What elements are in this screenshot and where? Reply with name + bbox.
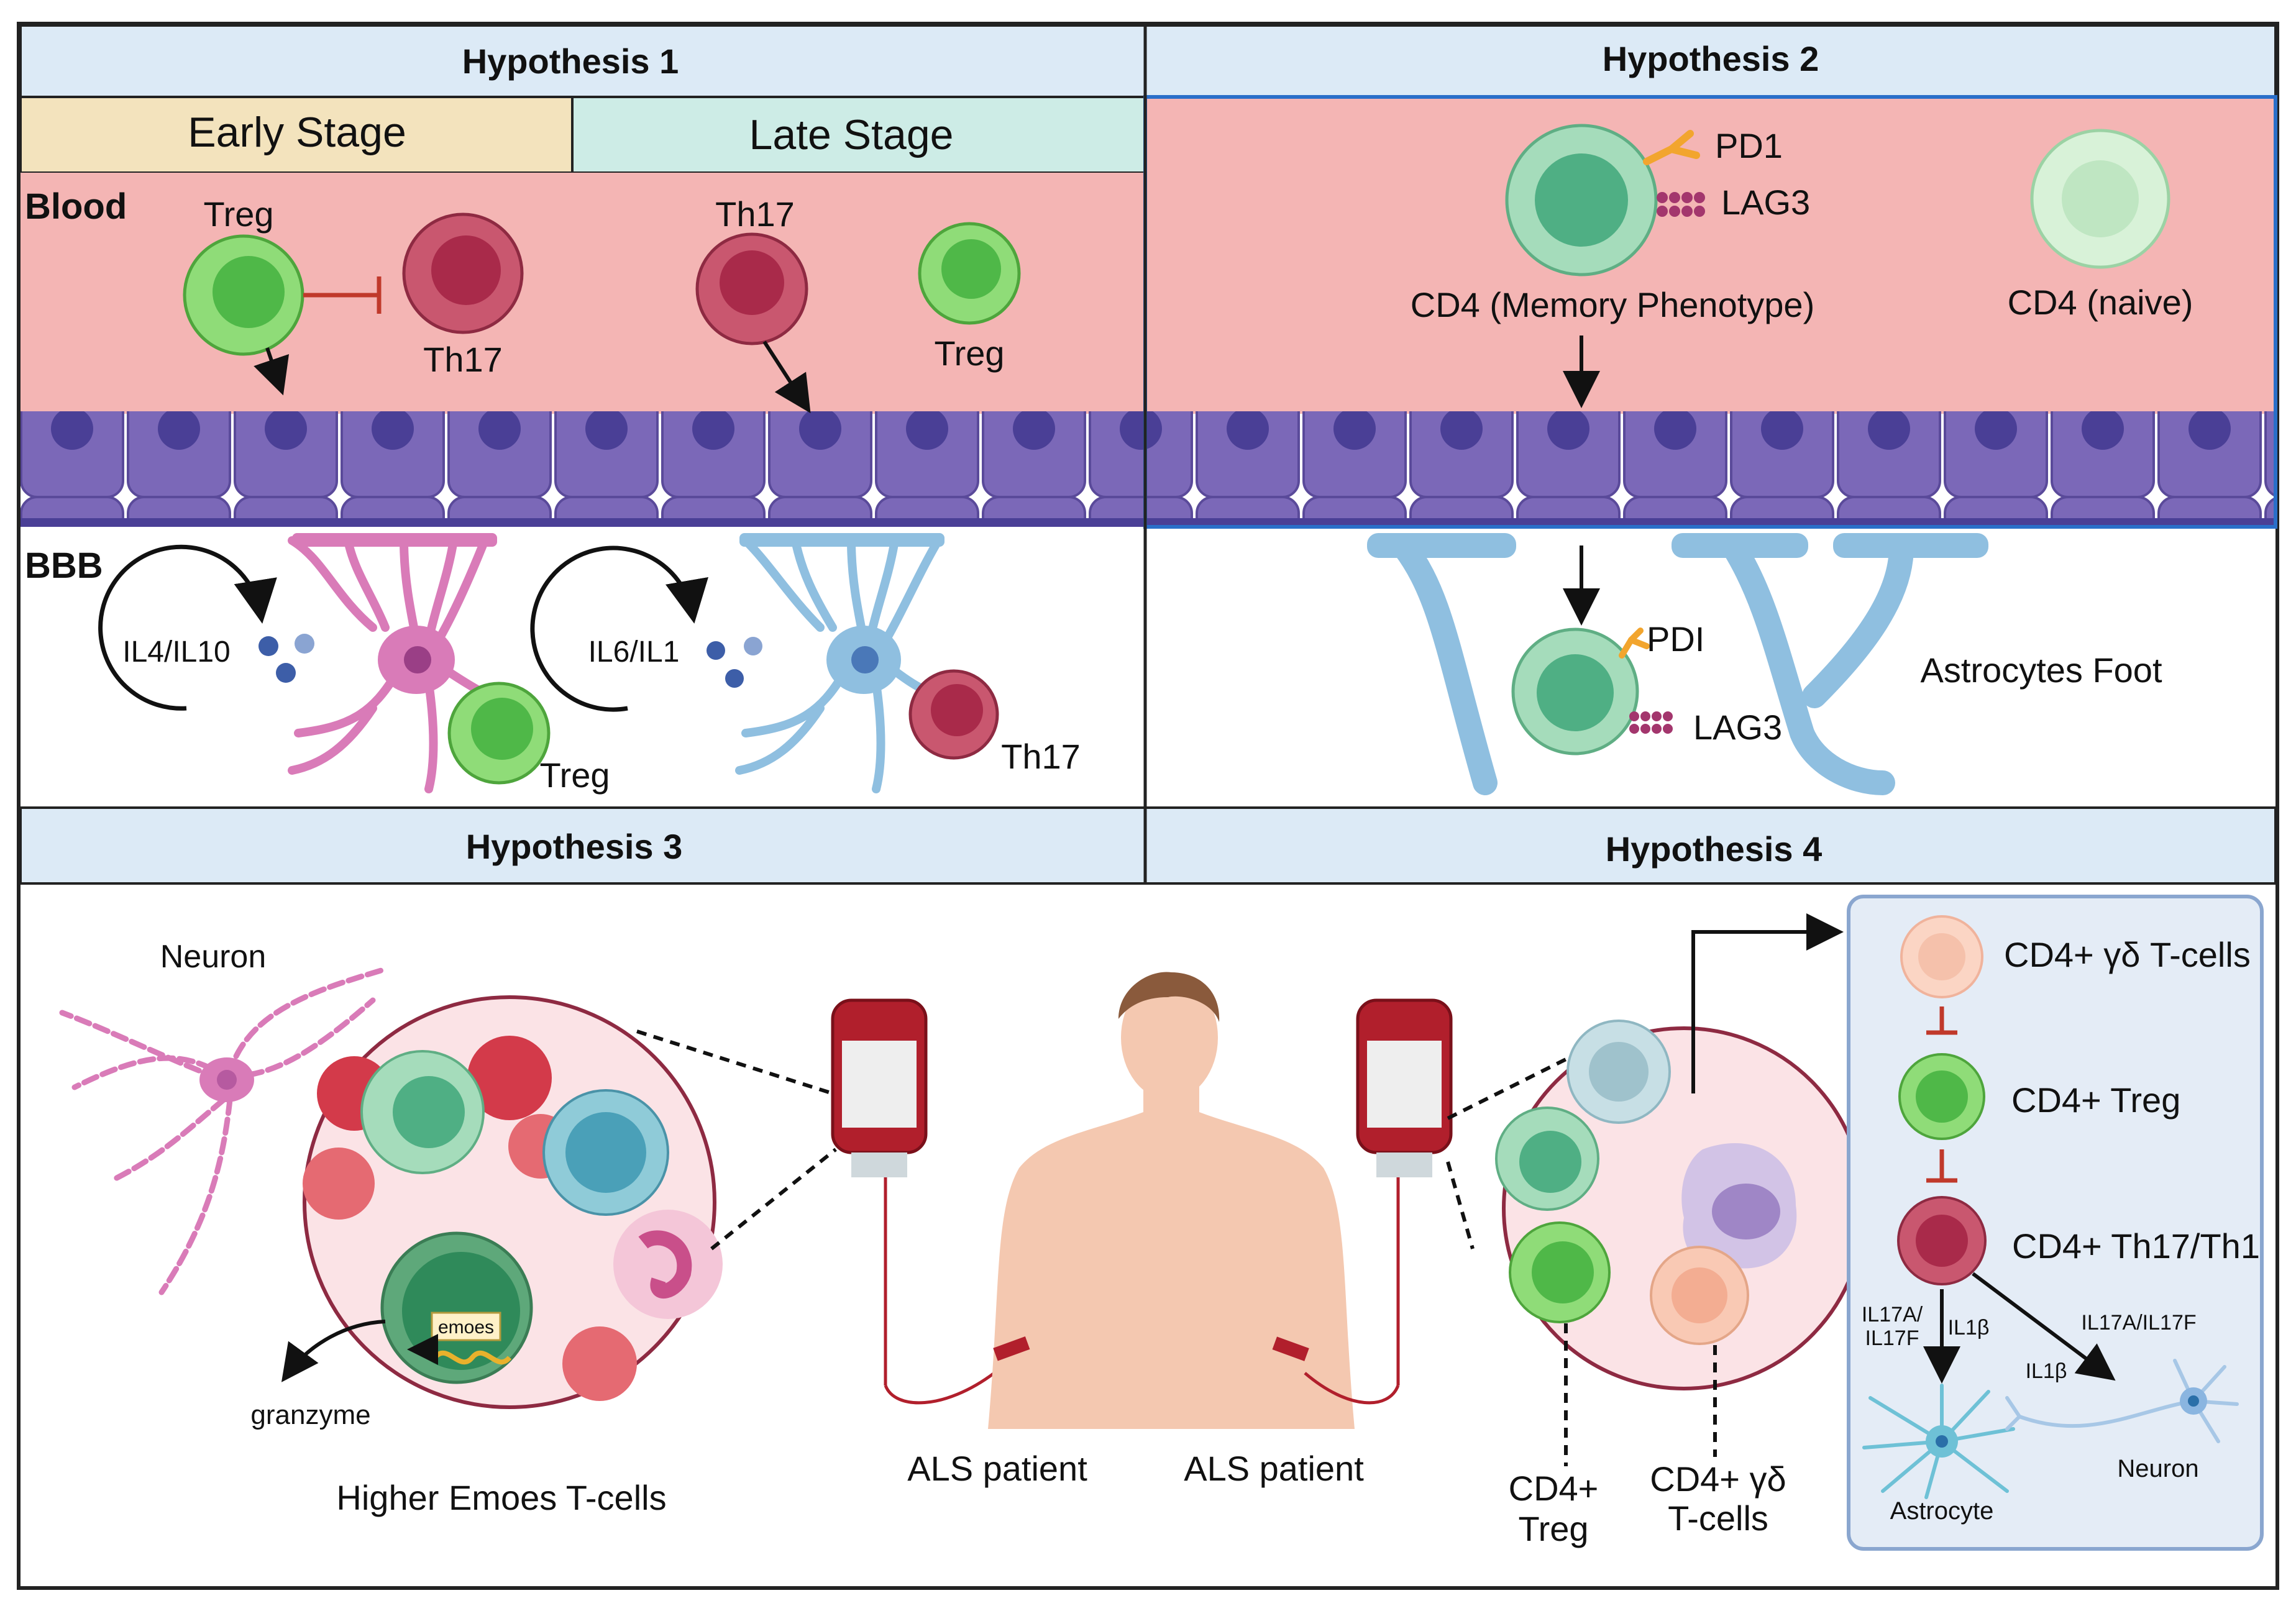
hypothesis-3-title: Hypothesis 3 bbox=[466, 827, 683, 866]
treg-cell bbox=[1898, 1053, 1985, 1140]
monocyte-cell bbox=[542, 1089, 669, 1216]
neuron-icon bbox=[59, 966, 388, 1295]
bbb-label: BBB bbox=[25, 545, 103, 586]
monocyte-cell bbox=[1566, 1020, 1671, 1124]
il17-right-label: IL17A/IL17F bbox=[2081, 1311, 2196, 1335]
gd-annotation-line2: T-cells bbox=[1668, 1499, 1768, 1538]
hypothesis-4-panel: ALS patient CD4+ Treg CD4+ γδ T-cells bbox=[1184, 895, 2264, 1551]
pdi-label: PDI bbox=[1647, 619, 1704, 659]
macrophage-cell bbox=[1681, 1143, 1797, 1271]
astrocyte-label: Astrocyte bbox=[1890, 1497, 1994, 1525]
als-patient-right-label: ALS patient bbox=[1184, 1449, 1364, 1488]
cd4-naive-cell bbox=[2030, 129, 2170, 269]
astrocyte-foot bbox=[1392, 534, 1914, 795]
treg-cell bbox=[447, 682, 551, 785]
callout-arrow bbox=[1691, 913, 1844, 1093]
early-blood-treg-label: Treg bbox=[203, 194, 273, 234]
header-hypothesis-3: Hypothesis 3 bbox=[19, 806, 1146, 885]
th17-cell bbox=[908, 669, 999, 760]
gd-annotation-line1: CD4+ γδ bbox=[1650, 1459, 1786, 1499]
late-blood-th17-label: Th17 bbox=[715, 194, 795, 234]
early-brain-treg-label: Treg bbox=[539, 755, 610, 795]
signal-arrow bbox=[1972, 1272, 2116, 1381]
neutrophil-cell bbox=[613, 1210, 723, 1319]
th17-cell bbox=[695, 232, 808, 345]
astrocytes-foot-label: Astrocytes Foot bbox=[1920, 650, 2162, 690]
gd-t-cell bbox=[1900, 915, 1983, 998]
hypothesis-1-title: Hypothesis 1 bbox=[462, 42, 679, 81]
migration-arrow bbox=[762, 340, 811, 414]
cytokine-loop-arrow bbox=[530, 545, 708, 712]
cd4-memory-cell bbox=[1495, 1107, 1599, 1211]
pd1-receptor-icon bbox=[1643, 130, 1700, 165]
early-blood-th17-label: Th17 bbox=[423, 340, 503, 379]
endothelium-layer bbox=[1145, 411, 2275, 521]
il1b-right-label: IL1β bbox=[2026, 1359, 2067, 1383]
cd4-memory-label: CD4 (Memory Phenotype) bbox=[1411, 285, 1814, 324]
blood-magnified-view: emoes bbox=[303, 995, 723, 1409]
pd1-label: PD1 bbox=[1715, 126, 1783, 165]
migration-arrow bbox=[254, 347, 290, 396]
blood-bag-right bbox=[1304, 998, 1453, 1405]
hypothesis-2-panel: PD1 LAG3 CD4 (Memory Phenotype) CD4 (nai… bbox=[1143, 95, 2277, 795]
il17-left-line2: IL17F bbox=[1865, 1326, 1919, 1350]
il17-left-line1: IL17A/ bbox=[1862, 1303, 1923, 1326]
legend-gd-label: CD4+ γδ T-cells bbox=[2004, 935, 2251, 974]
late-stage-label: Late Stage bbox=[749, 111, 954, 158]
emoes-label: emoes bbox=[438, 1317, 494, 1338]
treg-annotation-line2: Treg bbox=[1518, 1509, 1588, 1548]
il1b-left-label: IL1β bbox=[1948, 1316, 1990, 1339]
granzyme-label: granzyme bbox=[250, 1400, 370, 1430]
lag3-receptor-icon bbox=[1657, 192, 1705, 217]
treg-cell bbox=[183, 234, 304, 356]
th17-cell bbox=[1897, 1196, 1987, 1285]
legend-th-label: CD4+ Th17/Th1 bbox=[2012, 1226, 2260, 1266]
endothelium-layer bbox=[21, 411, 1145, 521]
th17-cell bbox=[402, 212, 524, 334]
tourniquet-icon bbox=[993, 1336, 1309, 1361]
treg-annotation-line1: CD4+ bbox=[1509, 1469, 1599, 1508]
late-blood-treg-label: Treg bbox=[934, 334, 1004, 373]
gd-t-cell bbox=[1650, 1246, 1749, 1345]
hypothesis-3-panel: Neuron emoes granzyme Higher Emoe bbox=[59, 939, 1087, 1517]
pdi-receptor-icon bbox=[1619, 628, 1650, 659]
neuron-small-label: Neuron bbox=[2117, 1455, 2198, 1482]
early-stage-label: Early Stage bbox=[188, 109, 406, 156]
granzyme-arrow bbox=[281, 1320, 386, 1382]
hypothesis-4-title: Hypothesis 4 bbox=[1606, 829, 1823, 869]
lag3-bottom-label: LAG3 bbox=[1693, 708, 1782, 747]
neuron-label: Neuron bbox=[160, 939, 267, 975]
late-brain-th17-label: Th17 bbox=[1001, 737, 1081, 776]
early-cytokine-label: IL4/IL10 bbox=[122, 636, 230, 669]
cd4-memory-cell bbox=[1505, 124, 1658, 276]
lag3-top-label: LAG3 bbox=[1721, 183, 1810, 222]
als-patient-left-label: ALS patient bbox=[907, 1449, 1087, 1488]
legend-treg-label: CD4+ Treg bbox=[2011, 1080, 2180, 1120]
header-hypothesis-1: Hypothesis 1 bbox=[19, 24, 1146, 98]
dna-icon bbox=[432, 1350, 512, 1365]
lag3-receptor-icon bbox=[1629, 711, 1673, 734]
hypothesis-2-title: Hypothesis 2 bbox=[1603, 39, 1819, 78]
patient-illustration bbox=[988, 972, 1355, 1429]
cd4-memory-cell bbox=[1511, 628, 1639, 755]
blood-magnified-view bbox=[1495, 1020, 1866, 1390]
hypothesis-1-panel: Early Stage Late Stage Blood Treg Th17 T… bbox=[19, 96, 1146, 795]
header-hypothesis-2: Hypothesis 2 bbox=[1144, 24, 2277, 98]
cd4-naive-label: CD4 (naive) bbox=[2008, 283, 2193, 322]
blood-label: Blood bbox=[25, 186, 127, 227]
emoes-caption: Higher Emoes T-cells bbox=[336, 1478, 666, 1517]
cytokine-loop-arrow bbox=[98, 544, 277, 711]
cd4-memory-cell bbox=[360, 1050, 485, 1174]
treg-cell bbox=[1509, 1221, 1611, 1323]
blood-bag-left bbox=[831, 998, 995, 1405]
late-cytokine-label: IL6/IL1 bbox=[588, 636, 680, 669]
treg-cell bbox=[918, 222, 1021, 325]
header-hypothesis-4: Hypothesis 4 bbox=[1144, 806, 2277, 885]
